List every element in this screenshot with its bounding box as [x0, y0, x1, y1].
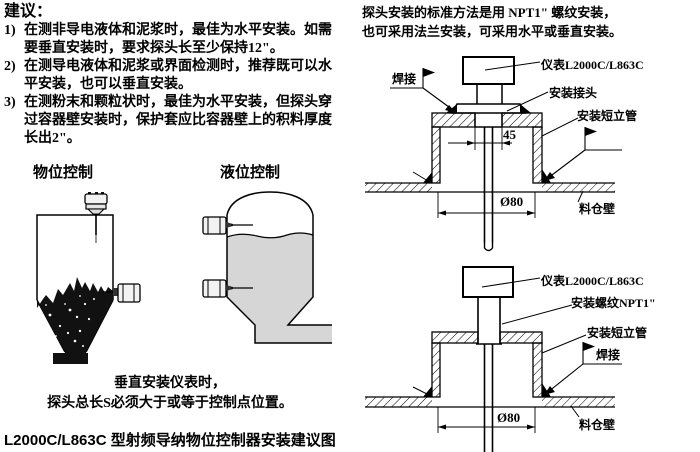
lower-probe-sensor — [202, 279, 253, 298]
liquid-fill — [227, 233, 332, 343]
item-line: 长出2"。 — [24, 131, 81, 146]
instrument-head — [462, 56, 515, 85]
material-pile — [37, 277, 113, 354]
side-probe-sensor — [103, 283, 141, 303]
top-probe-sensor — [84, 192, 108, 243]
item-text: 在测导电液体和泥浆或界面检测时，推荐既可以水 平安装，也可以垂直安装。 — [24, 58, 332, 94]
instrument-label: 仪表L2000C/L863C — [541, 58, 644, 72]
advice-heading: 建议： — [4, 3, 53, 20]
standpipe-label: 安装短立管 — [577, 109, 638, 123]
item-number: 1) — [4, 23, 16, 38]
dim-45: 45 — [503, 127, 516, 142]
intro-line: 也可采用法兰安装，可采用水平或垂直安装。 — [362, 24, 623, 39]
standpipe-wall — [532, 342, 543, 398]
fig1-title: 物位控制 — [33, 164, 94, 181]
dim-d80: Ø80 — [500, 194, 524, 209]
standpipe-wall — [532, 126, 543, 184]
silo-wall — [542, 397, 615, 407]
item-line: 在测粉末和颗粒状时，最佳为水平安装，但探头穿 — [24, 95, 332, 110]
thread-mount-diagram — [365, 266, 622, 452]
fig2-title: 液位控制 — [220, 164, 281, 181]
install-intro: 探头安装的标准方法是用 NPT1" 螺纹安装， 也可采用法兰安装，可采用水平或垂… — [362, 3, 622, 41]
intro-line: 探头安装的标准方法是用 NPT1" 螺纹安装， — [362, 5, 617, 20]
item-number: 3) — [4, 95, 16, 110]
advice-item-2: 2) 在测导电液体和泥浆或界面检测时，推荐既可以水 平安装，也可以垂直安装。 — [4, 58, 356, 94]
hopper-pedestal — [53, 353, 88, 364]
item-line: 在测非导电液体和泥浆时，最佳为水平安装。如需 — [24, 23, 332, 38]
weld-flag-icon — [544, 342, 622, 395]
weld-label: 焊接 — [596, 348, 621, 362]
advice-item-3: 3) 在测粉末和颗粒状时，最佳为水平安装，但探头穿 过容器壁安装时，保护套应比容… — [4, 94, 356, 148]
dim-d80: Ø80 — [497, 410, 521, 425]
tank-figure — [202, 191, 332, 344]
hopper-figure — [36, 192, 141, 364]
instrument-label: 仪表L2000C/L863C — [541, 274, 644, 288]
silo-wall — [542, 183, 615, 192]
silo-wall-label: 料仓壁 — [579, 202, 616, 216]
item-line: 平安装，也可以垂直安装。 — [24, 77, 192, 92]
vertical-install-note: 垂直安装仪表时， 探头总长S必须大于或等于控制点位置。 — [15, 374, 325, 414]
advice-section: 建议： 1) 在测非导电液体和泥浆时，最佳为水平安装。如需 要垂直安装时，要求探… — [4, 2, 356, 148]
joint-label: 安装接头 — [549, 86, 598, 100]
probe-rod — [483, 127, 494, 243]
instrument-head — [462, 266, 514, 298]
item-line: 过容器壁安装时，保护套应比容器壁上的积料厚度 — [24, 113, 332, 128]
standpipe-wall — [431, 342, 441, 398]
silo-wall — [365, 183, 432, 192]
item-text: 在测非导电液体和泥浆时，最佳为水平安装。如需 要垂直安装时，要求探头长至少保持1… — [24, 22, 332, 58]
joint-mount-diagram — [365, 56, 622, 252]
weld-flag-icon — [544, 127, 622, 181]
advice-item-1: 1) 在测非导电液体和泥浆时，最佳为水平安装。如需 要垂直安装时，要求探头长至少… — [4, 22, 356, 58]
mounting-joint — [450, 103, 527, 114]
silo-wall-label: 料仓壁 — [579, 418, 616, 432]
weld-label: 焊接 — [392, 72, 417, 86]
threaded-neck — [476, 297, 502, 345]
note-line: 垂直安装仪表时， — [114, 376, 226, 391]
standpipe-wall — [431, 126, 441, 184]
upper-probe-sensor — [202, 216, 253, 235]
standpipe-label: 安装短立管 — [587, 326, 648, 340]
item-text: 在测粉末和颗粒状时，最佳为水平安装，但探头穿 过容器壁安装时，保护套应比容器壁上… — [24, 94, 332, 148]
note-line: 探头总长S必须大于或等于控制点位置。 — [47, 396, 293, 411]
item-number: 2) — [4, 59, 16, 74]
probe-rod — [483, 344, 494, 452]
thread-label: 安装螺纹NPT1" — [571, 296, 656, 310]
silo-wall — [365, 397, 432, 407]
item-line: 在测导电液体和泥浆或界面检测时，推荐既可以水 — [24, 59, 332, 74]
weld-flag-icon — [390, 68, 456, 113]
figure-caption: L2000C/L863C 型射频导纳物位控制器安装建议图 — [4, 432, 336, 449]
item-line: 要垂直安装时，要求探头长至少保持12"。 — [24, 41, 284, 56]
